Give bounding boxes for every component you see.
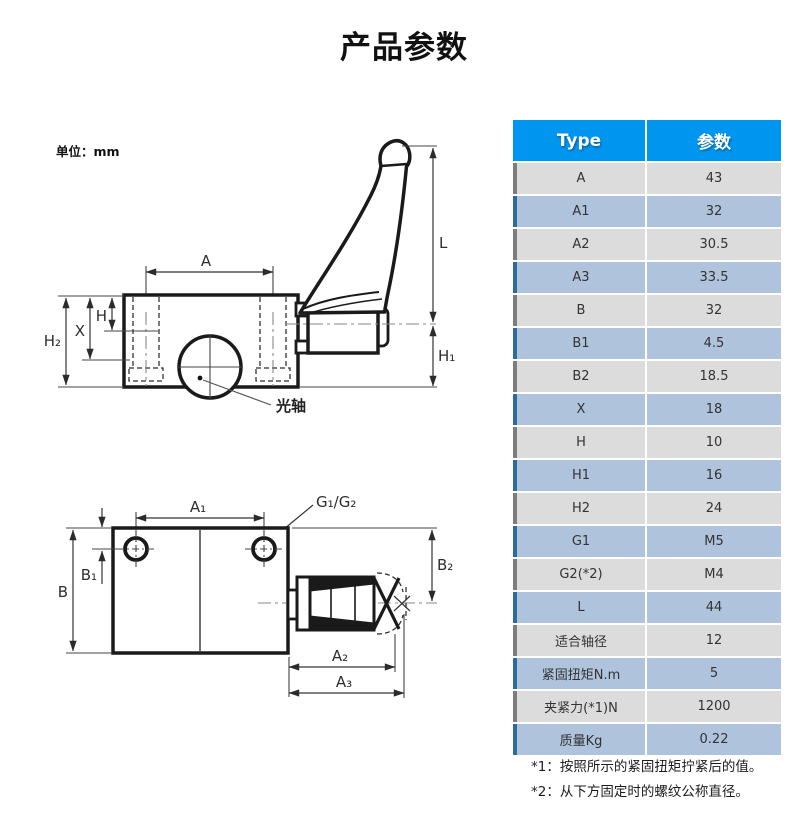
dim-label-a3: A₃: [336, 673, 352, 691]
row-type: 紧固扭矩N.m: [513, 658, 645, 689]
dim-label-a2: A₂: [332, 647, 348, 665]
row-value: 30.5: [647, 229, 781, 260]
table-header-param: 参数: [647, 120, 781, 161]
row-type: A3: [513, 262, 645, 293]
row-type: A2: [513, 229, 645, 260]
row-type: B1: [513, 328, 645, 359]
footnote-2: *2：从下方固定时的螺纹公称直径。: [531, 784, 749, 800]
row-type: H2: [513, 493, 645, 524]
row-value: 32: [647, 295, 781, 326]
row-type: B2: [513, 361, 645, 392]
footnotes: *1：按照所示的紧固扭矩拧紧后的值。 *2：从下方固定时的螺纹公称直径。: [531, 755, 762, 805]
row-value: 16: [647, 460, 781, 491]
table-header-row: Type 参数: [513, 120, 781, 161]
side-view-drawing: 单位：mm A H₂ X H: [44, 139, 455, 415]
row-value: 10: [647, 427, 781, 458]
row-type: A: [513, 163, 645, 194]
row-value: 24: [647, 493, 781, 524]
row-type: 质量Kg: [513, 724, 645, 755]
row-value: 12: [647, 625, 781, 656]
row-value: 18: [647, 394, 781, 425]
dim-label-h2: H₂: [44, 332, 61, 350]
row-value: M5: [647, 526, 781, 557]
row-value: 33.5: [647, 262, 781, 293]
row-value: 43: [647, 163, 781, 194]
dim-label-a: A: [201, 252, 212, 270]
row-value: 5: [647, 658, 781, 689]
dim-label-h: H: [96, 307, 107, 325]
unit-label: 单位：mm: [56, 144, 120, 159]
row-value: 0.22: [647, 724, 781, 755]
technical-drawings: 单位：mm A H₂ X H: [44, 139, 455, 698]
dim-label-l: L: [439, 234, 448, 252]
row-value: 44: [647, 592, 781, 623]
row-type: 适合轴径: [513, 625, 645, 656]
dim-label-x: X: [75, 322, 85, 340]
row-type: A1: [513, 196, 645, 227]
page-title: 产品参数: [340, 30, 468, 66]
dim-label-b1: B₁: [81, 566, 97, 584]
footnote-1: *1：按照所示的紧固扭矩拧紧后的值。: [531, 759, 763, 775]
dim-label-b: B: [58, 583, 68, 601]
row-value: 4.5: [647, 328, 781, 359]
row-type: H: [513, 427, 645, 458]
dim-label-g1g2: G₁/G₂: [316, 493, 356, 511]
row-type: G1: [513, 526, 645, 557]
dim-label-h1: H₁: [438, 347, 455, 365]
dim-label-a1: A₁: [190, 498, 206, 516]
row-value: 32: [647, 196, 781, 227]
dim-label-b2: B₂: [437, 556, 453, 574]
row-value: M4: [647, 559, 781, 590]
row-type: L: [513, 592, 645, 623]
row-type: X: [513, 394, 645, 425]
row-type: H1: [513, 460, 645, 491]
table-row: G2(*2)M4: [513, 559, 781, 590]
top-view-drawing: A₁ G₁/G₂ B B₁ B₂: [58, 493, 453, 698]
shaft-label: 光轴: [275, 397, 306, 415]
row-type: G2(*2): [513, 559, 645, 590]
row-type: 夹紧力(*1)N: [513, 691, 645, 722]
table-header-type: Type: [513, 120, 645, 161]
row-value: 18.5: [647, 361, 781, 392]
row-type: B: [513, 295, 645, 326]
row-value: 1200: [647, 691, 781, 722]
